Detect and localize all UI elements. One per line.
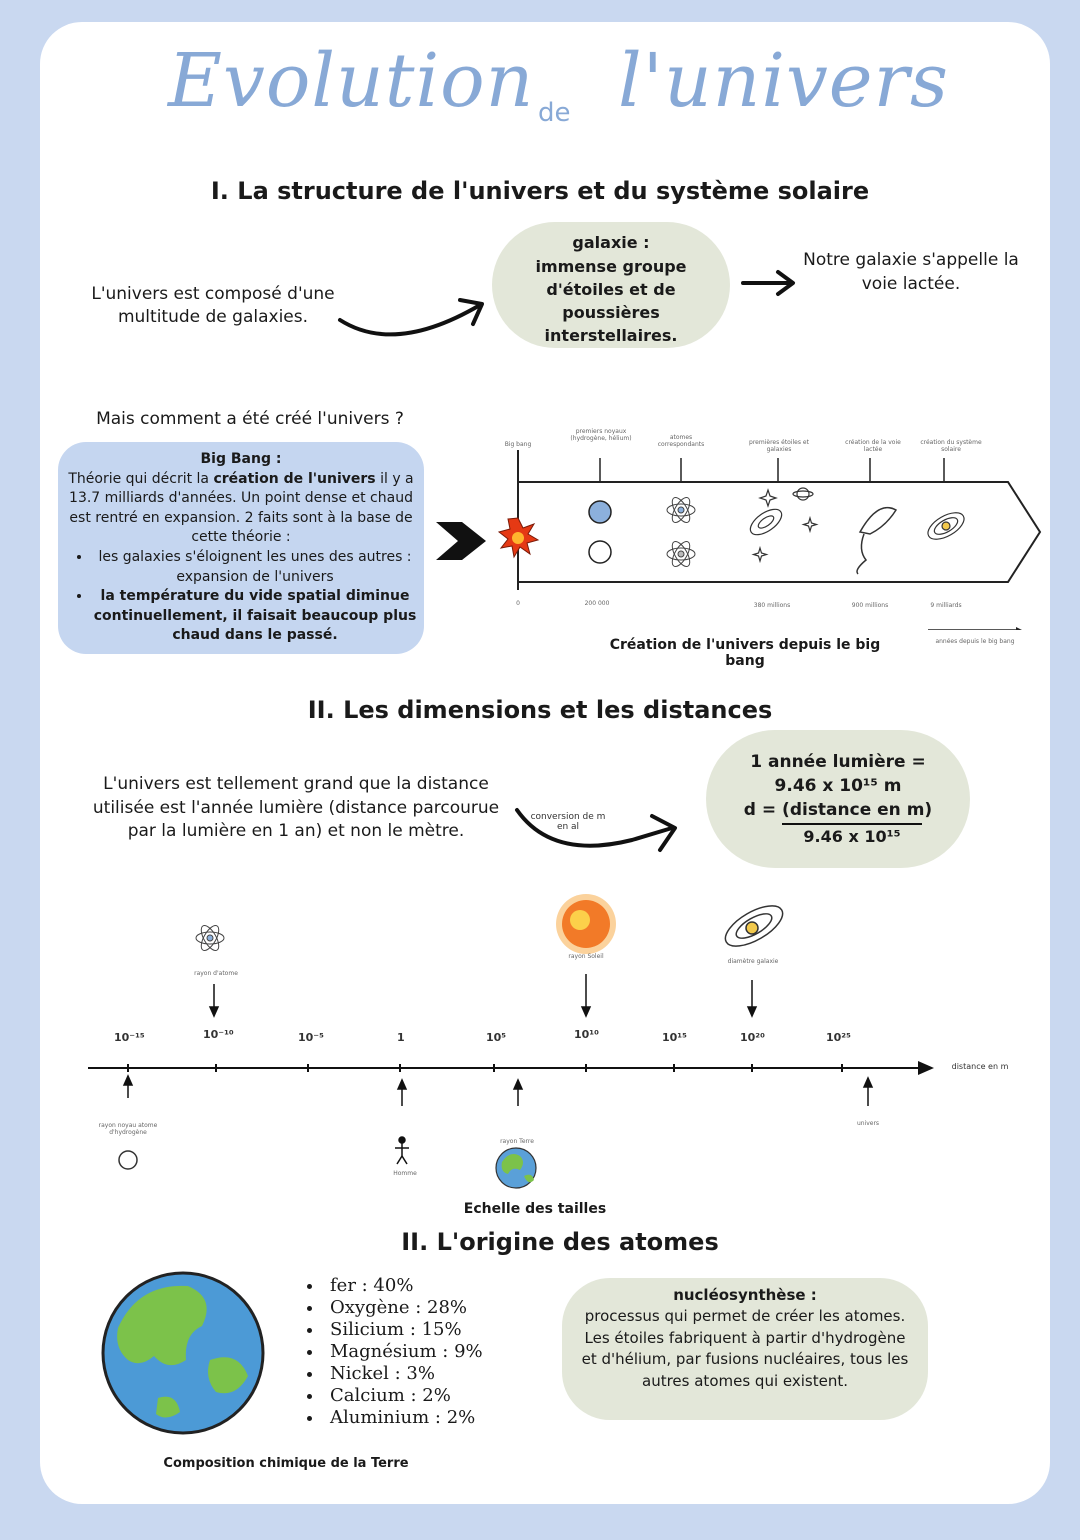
scale-label-atom-radius: rayon d'atome [194,970,238,977]
element-item: Oxygène : 28% [324,1297,483,1319]
solar-system-icon [927,512,965,540]
scale-label-galaxy-diameter: diamètre galaxie [727,958,779,965]
bigbang-fact-1: les galaxies s'éloignent les unes des au… [92,548,418,587]
galaxy-title: galaxie : [572,233,650,252]
timeline-axis-9md: 9 milliards [930,602,962,609]
scale-label-earth-radius: rayon Terre [500,1138,534,1145]
element-item: Silicium : 15% [324,1319,483,1341]
human-icon [395,1136,409,1165]
bigbang-content: Big Bang : Théorie qui décrit la créatio… [64,450,418,646]
conversion-arrow-icon [515,808,677,852]
arrow-right-icon [741,270,795,296]
scale-tick-1: 1 [397,1031,405,1044]
nuclei-icon [588,500,612,564]
scale-tick-1e25: 10²⁵ [826,1031,851,1044]
nucleosynthesis-text: processus qui permet de créer les atomes… [581,1307,909,1390]
timeline-label-stars: premières étoiles et galaxies [749,439,809,453]
hydrogen-nucleus-icon [118,1150,138,1170]
title-evolution: Evolution [168,38,535,124]
atom-icon [666,497,696,567]
formula-denominator: 9.46 x 10¹⁵ [803,827,901,846]
section3-heading: II. L'origine des atomes [401,1228,719,1256]
element-item: Magnésium : 9% [324,1341,483,1363]
timeline-label-bigbang: Big bang [504,441,532,448]
curved-arrow-icon [338,298,484,337]
question-text: Mais comment a été créé l'univers ? [96,409,404,429]
earth-small-icon [495,1147,537,1189]
earth-caption: Composition chimique de la Terre [163,1456,409,1471]
section2-heading: II. Les dimensions et les distances [307,696,773,724]
big-bang-explosion-icon [497,517,540,559]
scale-label-sun-radius: rayon Soleil [568,953,604,960]
earth-icon [101,1271,265,1435]
distance-text: L'univers est tellement grand que la dis… [92,774,500,841]
stars-galaxy-icon [749,487,819,564]
scale-tick-1e15: 10¹⁵ [662,1031,687,1044]
scale-atom-icon [195,925,225,951]
milky-way-icon [856,506,898,575]
conversion-label: conversion de m en al [530,812,606,832]
scale-label-human: Homme [393,1170,417,1177]
formula-cloud [706,730,970,868]
scale-tick-1e-10: 10⁻¹⁰ [203,1028,234,1041]
element-item: fer : 40% [324,1275,483,1297]
size-scale-axis [88,894,934,1189]
timeline-label-milkyway: création de la voie lactée [845,439,901,453]
galaxy-cloud [492,222,730,348]
timeline-axis-380m: 380 millions [753,602,791,609]
timeline-arrow-label: années depuis le big bang [935,638,1015,645]
title-univers: l'univers [618,38,949,124]
our-galaxy-text: Notre galaxie s'appelle la voie lactée. [803,250,1019,294]
formula-line2: 9.46 x 10¹⁵ m [774,776,902,796]
scale-unit: distance en m [951,1062,1009,1071]
formula-line1: 1 année lumière = [750,752,926,772]
earth-composition-list: fer : 40% Oxygène : 28% Silicium : 15% M… [290,1275,483,1429]
element-item: Calcium : 2% [324,1385,483,1407]
section1-heading: I. La structure de l'univers et du systè… [210,177,870,205]
bigbang-fact-2: la température du vide spatial diminue c… [92,587,418,646]
timeline-axis-900m: 900 millions [851,602,889,609]
bigbang-title: Big Bang : [200,451,282,467]
scale-tick-1e-5: 10⁻⁵ [298,1031,324,1044]
timeline-label-solar: création du système solaire [920,439,982,453]
scale-tick-1e10: 10¹⁰ [574,1028,599,1041]
element-item: Nickel : 3% [324,1363,483,1385]
bigbang-facts-list: les galaxies s'éloignent les unes des au… [64,548,418,646]
scale-tick-1e20: 10²⁰ [740,1031,765,1044]
scale-caption: Echelle des tailles [463,1201,607,1217]
element-item: Aluminium : 2% [324,1407,483,1429]
timeline-caption: Création de l'univers depuis le big bang [609,637,881,669]
bigbang-timeline [497,450,1042,630]
nucleosynthesis-title: nucléosynthèse : [673,1286,817,1304]
timeline-axis-0: 0 [516,600,520,607]
formula-d: d = (distance en m) [743,800,933,820]
chevron-right-icon [436,522,486,560]
title-de: de [538,98,571,128]
bigbang-box [58,442,424,654]
scale-label-universe: univers [856,1120,880,1127]
scale-tick-1e-15: 10⁻¹⁵ [114,1031,145,1044]
sun-icon [556,894,616,954]
bigbang-description: Théorie qui décrit la création de l'univ… [68,470,414,546]
formula-fraction-bar [782,823,922,825]
timeline-label-nuclei: premiers noyaux (hydrogène, hélium) [570,428,632,442]
scale-tick-1e5: 10⁵ [486,1031,507,1044]
galaxy-icon [724,905,784,947]
nucleosynthesis-box [562,1278,928,1420]
timeline-label-atoms: atomes correspondants [657,434,705,448]
scale-label-hydrogen: rayon noyau atome d'hydrogène [98,1122,158,1136]
intro-text: L'univers est composé d'une multitude de… [91,284,335,327]
galaxy-definition: immense groupe d'étoiles et de poussière… [535,257,687,345]
timeline-axis-200000: 200 000 [584,600,610,607]
